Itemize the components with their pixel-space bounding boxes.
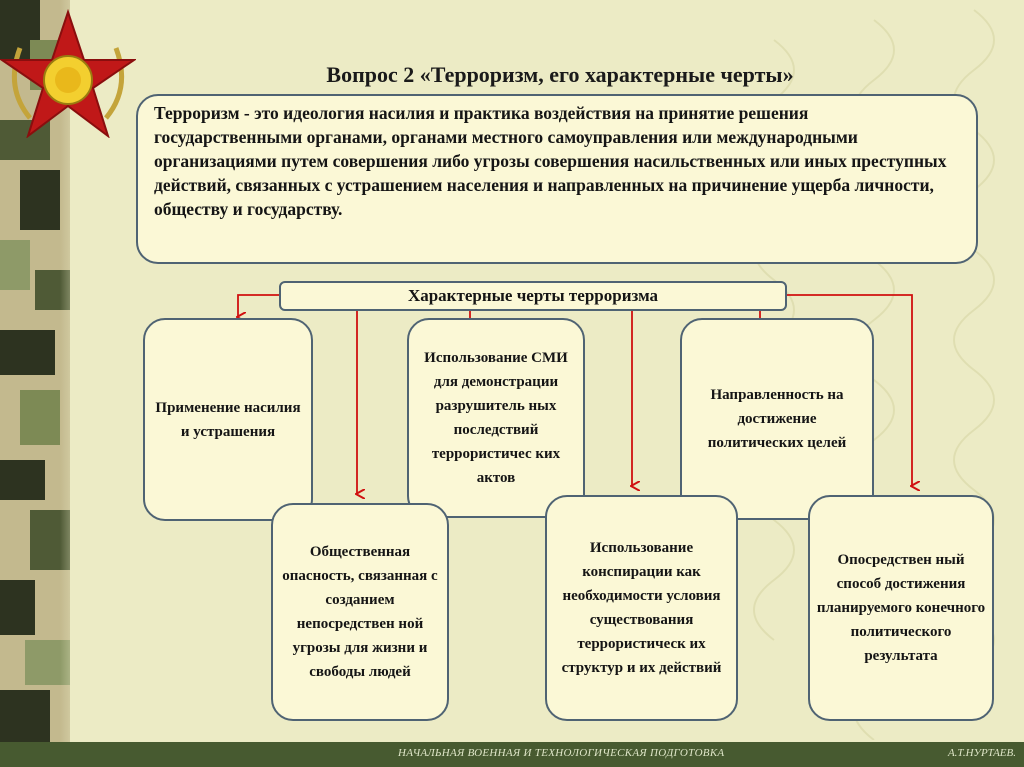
feature-box-indirect-method: Опосредствен ный способ достижения плани… bbox=[808, 495, 994, 721]
star-emblem-icon bbox=[0, 8, 136, 138]
feature-box-violence: Применение насилия и устрашения bbox=[143, 318, 313, 521]
feature-text: Опосредствен ный способ достижения плани… bbox=[816, 548, 986, 668]
definition-box: Терроризм - это идеология насилия и прак… bbox=[136, 94, 978, 264]
footer-course: НАЧАЛЬНАЯ ВОЕННАЯ И ТЕХНОЛОГИЧЕСКАЯ ПОДГ… bbox=[398, 747, 724, 759]
feature-text: Направленность на достижение политически… bbox=[688, 383, 866, 455]
feature-box-media: Использование СМИ для демонстрации разру… bbox=[407, 318, 585, 518]
feature-box-public-danger: Общественная опасность, связанная с созд… bbox=[271, 503, 449, 721]
slide-title: Вопрос 2 «Терроризм, его характерные чер… bbox=[150, 62, 970, 88]
feature-box-political-goals: Направленность на достижение политически… bbox=[680, 318, 874, 520]
feature-text: Общественная опасность, связанная с созд… bbox=[279, 540, 441, 684]
arrow-to-feature-1 bbox=[238, 295, 279, 317]
features-header: Характерные черты терроризма bbox=[279, 281, 787, 311]
feature-box-conspiracy: Использование конспирации как необходимо… bbox=[545, 495, 738, 721]
footer-bar: НАЧАЛЬНАЯ ВОЕННАЯ И ТЕХНОЛОГИЧЕСКАЯ ПОДГ… bbox=[0, 742, 1024, 767]
footer-author: А.Т.НУРТАЕВ. bbox=[948, 747, 1016, 759]
feature-text: Применение насилия и устрашения bbox=[151, 396, 305, 444]
feature-text: Использование конспирации как необходимо… bbox=[553, 536, 730, 680]
feature-text: Использование СМИ для демонстрации разру… bbox=[415, 346, 577, 490]
